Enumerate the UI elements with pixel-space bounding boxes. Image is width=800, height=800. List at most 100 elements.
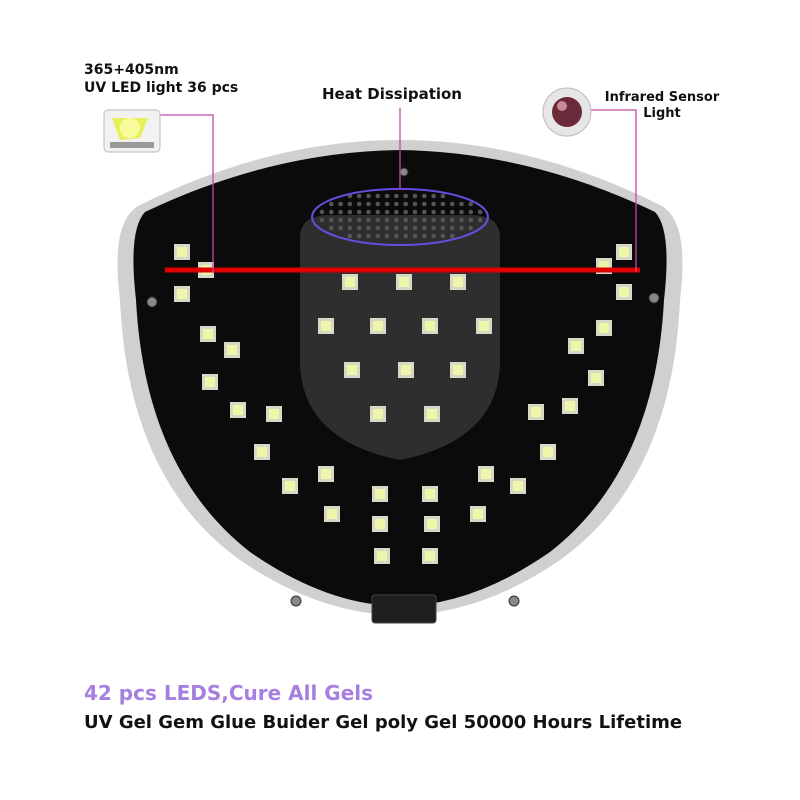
callout-lines bbox=[150, 108, 637, 272]
led-chip bbox=[528, 404, 544, 420]
led-chip bbox=[398, 362, 414, 378]
vent-hole bbox=[366, 225, 371, 231]
vent-hole bbox=[356, 225, 362, 231]
led-chip bbox=[202, 374, 218, 390]
vent-hole bbox=[403, 201, 409, 207]
vent-hole bbox=[440, 217, 446, 223]
vent-hole bbox=[440, 201, 446, 207]
vent-hole bbox=[412, 201, 418, 207]
led-chip bbox=[266, 406, 282, 422]
vent-hole bbox=[375, 233, 381, 239]
vent-hole bbox=[431, 209, 436, 215]
center-panel bbox=[300, 215, 500, 460]
led-chip bbox=[318, 466, 334, 482]
led-chip bbox=[282, 478, 298, 494]
vent-hole bbox=[459, 225, 464, 231]
led-callout-line bbox=[150, 114, 214, 272]
led-chip bbox=[396, 274, 412, 290]
vent-hole bbox=[375, 217, 381, 223]
led-chip bbox=[422, 486, 438, 502]
led-chip bbox=[616, 244, 632, 260]
vent-hole bbox=[338, 225, 343, 231]
heat-vent-outline bbox=[311, 188, 489, 246]
vent-hole bbox=[459, 217, 464, 223]
vent-hole bbox=[412, 217, 418, 223]
led-chip bbox=[450, 362, 466, 378]
vent-hole bbox=[422, 233, 427, 239]
led-chip bbox=[324, 506, 340, 522]
vent-hole bbox=[440, 233, 446, 239]
vent-hole bbox=[403, 233, 409, 239]
vent-hole bbox=[449, 217, 455, 223]
vent-hole bbox=[347, 201, 353, 207]
vent-hole bbox=[356, 217, 362, 223]
vent-hole bbox=[356, 209, 362, 215]
led-chip bbox=[616, 284, 632, 300]
led-chip bbox=[476, 318, 492, 334]
vent-hole bbox=[319, 217, 325, 223]
vent-hole bbox=[384, 225, 390, 231]
vent-hole bbox=[440, 209, 446, 215]
vent-hole bbox=[403, 209, 409, 215]
led-chip bbox=[450, 274, 466, 290]
vent-hole bbox=[459, 201, 464, 207]
vent-hole bbox=[347, 225, 353, 231]
vent-hole bbox=[394, 233, 399, 239]
vent-hole bbox=[468, 209, 474, 215]
infrared-sensor-label: Infrared Sensor Light bbox=[603, 90, 721, 123]
led-chip bbox=[422, 548, 438, 564]
led-chip bbox=[588, 370, 604, 386]
vent-hole bbox=[440, 193, 446, 199]
vent-hole bbox=[356, 193, 362, 199]
vent-hole bbox=[394, 209, 399, 215]
vent-hole bbox=[403, 217, 409, 223]
screw bbox=[648, 292, 660, 304]
led-chip bbox=[254, 444, 270, 460]
led-chip bbox=[424, 406, 440, 422]
vent-hole bbox=[375, 209, 381, 215]
vent-hole bbox=[431, 201, 436, 207]
led-chip bbox=[470, 506, 486, 522]
vent-hole bbox=[366, 233, 371, 239]
vent-hole bbox=[449, 209, 455, 215]
led-callout-line1: 365+405nm bbox=[84, 62, 179, 78]
subline-caption: UV Gel Gem Glue Buider Gel poly Gel 5000… bbox=[84, 712, 683, 733]
led-chip bbox=[224, 342, 240, 358]
screw bbox=[508, 595, 520, 607]
vent-hole bbox=[329, 225, 334, 231]
vent-hole bbox=[329, 209, 334, 215]
led-chip bbox=[372, 486, 388, 502]
vent-hole bbox=[356, 201, 362, 207]
vent-hole bbox=[412, 209, 418, 215]
vent-hole bbox=[384, 201, 390, 207]
screw bbox=[399, 167, 409, 177]
heat-dissipation-label: Heat Dissipation bbox=[322, 85, 462, 103]
led-array bbox=[174, 244, 632, 564]
led-chip bbox=[568, 338, 584, 354]
heat-vent-grille bbox=[319, 193, 483, 239]
vent-hole bbox=[394, 201, 399, 207]
vent-hole bbox=[431, 193, 436, 199]
led-chip bbox=[374, 548, 390, 564]
led-callout-label: 365+405nm UV LED light 36 pcs bbox=[84, 62, 238, 97]
vent-hole bbox=[347, 233, 353, 239]
vent-hole bbox=[329, 217, 334, 223]
led-chip-image bbox=[103, 109, 161, 153]
vent-hole bbox=[468, 217, 474, 223]
led-chip bbox=[596, 320, 612, 336]
vent-hole bbox=[412, 233, 418, 239]
vent-hole bbox=[422, 193, 427, 199]
vent-hole bbox=[338, 201, 343, 207]
vent-hole bbox=[338, 217, 343, 223]
vent-hole bbox=[384, 217, 390, 223]
screw bbox=[146, 296, 158, 308]
vent-hole bbox=[449, 233, 455, 239]
led-chip bbox=[174, 286, 190, 302]
led-chip bbox=[540, 444, 556, 460]
vent-hole bbox=[431, 233, 436, 239]
vent-hole bbox=[384, 209, 390, 215]
vent-hole bbox=[449, 225, 455, 231]
vent-hole bbox=[356, 233, 362, 239]
vent-hole bbox=[412, 225, 418, 231]
